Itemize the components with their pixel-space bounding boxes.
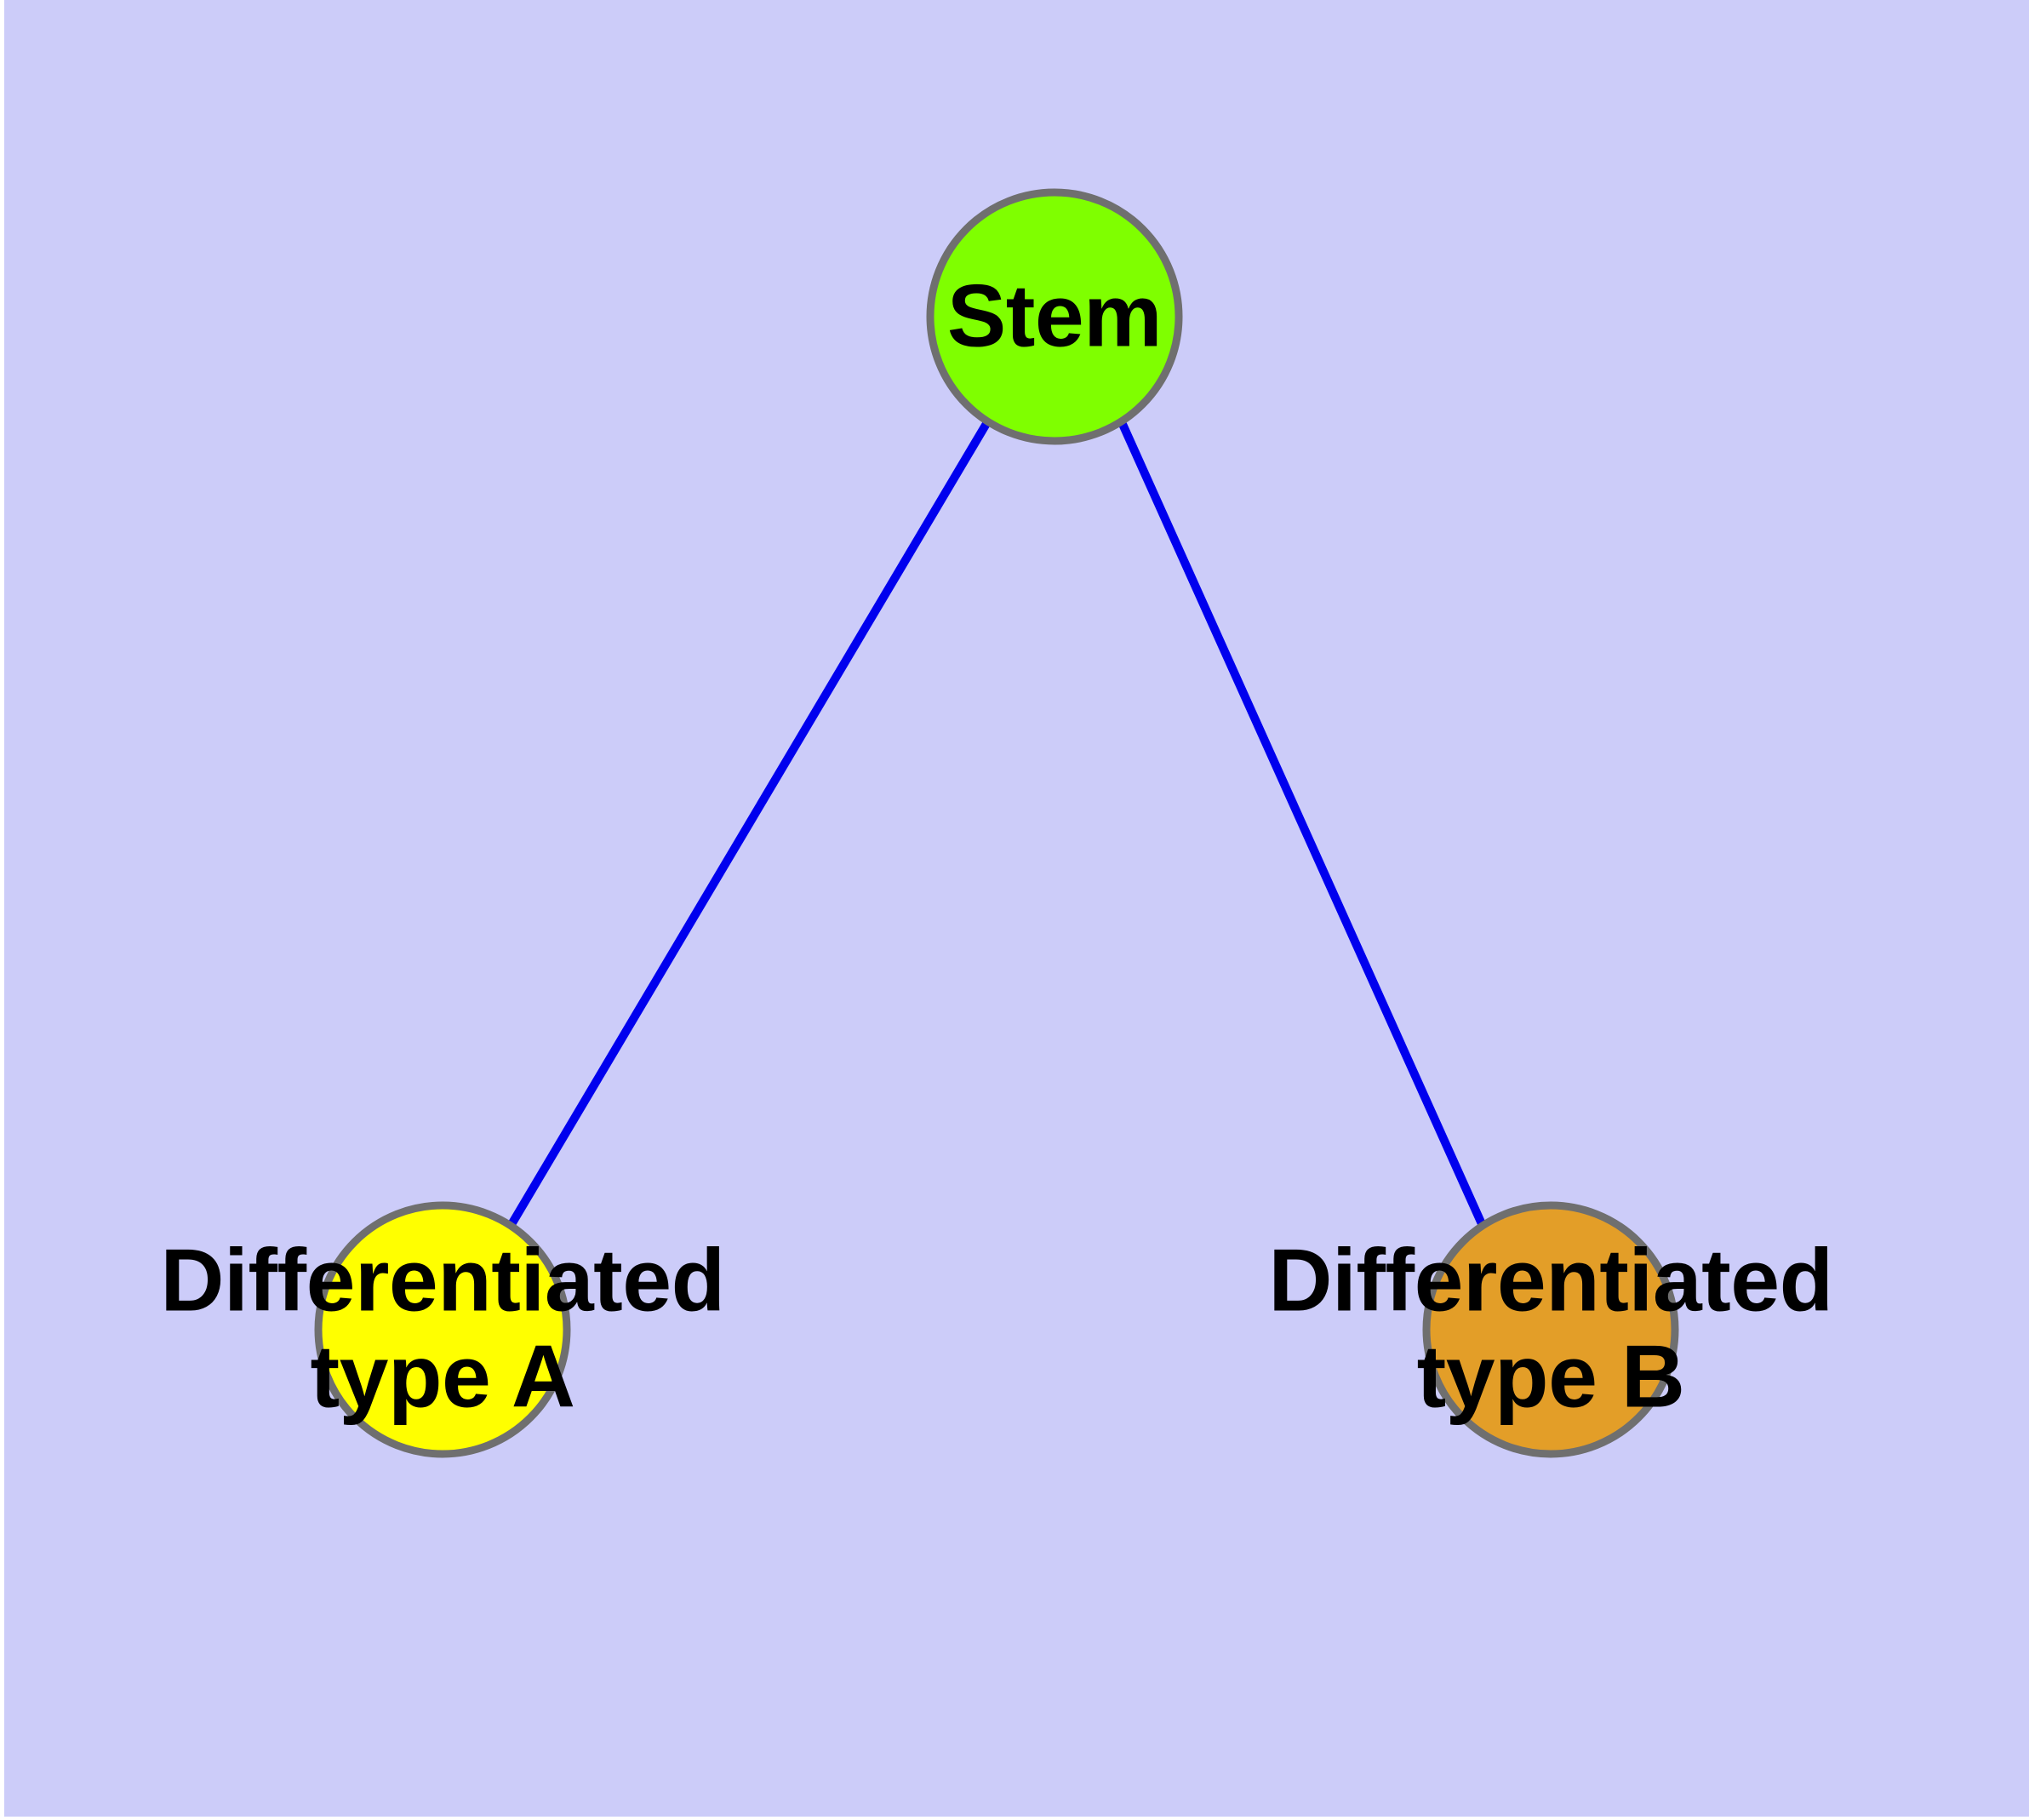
edge-stem-to-differentiated-type-a [506,420,992,1228]
edge-stem-to-differentiated-type-b [1117,420,1487,1228]
node-layer [314,188,1679,1458]
node-differentiated-type-b-circle[interactable] [1422,1201,1679,1458]
edge-layer [506,420,1487,1228]
node-stem-circle[interactable] [926,188,1183,445]
node-differentiated-type-a-circle[interactable] [314,1201,571,1458]
